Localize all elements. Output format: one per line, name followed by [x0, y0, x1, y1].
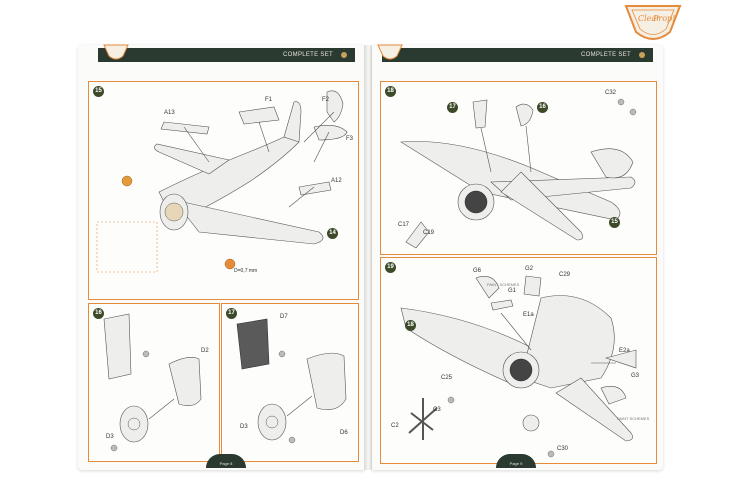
label-e2a: E2a: [619, 348, 630, 354]
label-c25: C25: [441, 375, 453, 381]
label-c30: C30: [557, 446, 569, 452]
step-18-panel: 18 17 16 15 C32 C17 C19: [380, 81, 657, 255]
step-17-diagram: [236, 318, 347, 444]
small-logo-icon: [377, 44, 403, 60]
step-16-badge: 16: [93, 308, 104, 319]
label-d6: D6: [340, 430, 348, 436]
label-d7: D7: [280, 314, 288, 320]
paint-schemes-note: PAINT SCHEMES: [487, 282, 520, 287]
step-15-panel: 15: [88, 81, 359, 300]
step-19-panel: 19 G6 G2 C29 G1 E1a C25 C3 C2: [380, 257, 657, 464]
label-g6: G6: [473, 268, 482, 274]
label-e1a: E1a: [523, 312, 534, 318]
flag-16-badge: 16: [537, 102, 548, 113]
header-dot-icon: [341, 52, 347, 58]
left-page-number: Page 8: [219, 461, 233, 466]
brand-line1: Clear: [638, 14, 661, 23]
left-page: COMPLETE SET 15: [78, 44, 365, 470]
label-f3: F3: [346, 136, 354, 142]
flag-18-badge: 18: [405, 320, 416, 331]
step-19-badge: 19: [385, 262, 396, 273]
label-c32: C32: [605, 90, 617, 96]
right-page: COMPLETE SET 18 17 16 15 C32 C17 C19: [372, 44, 663, 470]
right-header-bar: COMPLETE SET: [382, 48, 653, 62]
flag-17-badge: 17: [447, 102, 458, 113]
label-a12: A12: [331, 178, 342, 184]
label-c3: C3: [433, 407, 441, 413]
right-page-number: Page 9: [509, 461, 523, 466]
step-15-diagram: [96, 90, 348, 273]
label-g1: G1: [508, 288, 517, 294]
header-dot-icon: [639, 52, 645, 58]
label-d2: D2: [201, 348, 209, 354]
left-header-title: COMPLETE SET: [283, 52, 333, 58]
step-15-badge: 15: [93, 86, 104, 97]
label-f2: F2: [322, 97, 330, 103]
step-17-badge: 17: [226, 308, 237, 319]
label-a13: A13: [164, 110, 175, 116]
paint-schemes-note-2: PAINT SCHEMES: [617, 416, 650, 421]
flag-15-badge: 15: [609, 217, 620, 228]
left-header-bar: COMPLETE SET: [98, 48, 355, 62]
left-page-footer: Page 8: [206, 454, 246, 468]
right-page-footer: Page 9: [496, 454, 536, 468]
right-header-title: COMPLETE SET: [581, 52, 631, 58]
label-drill-size: D=0,7 mm: [234, 268, 258, 274]
clearprop-logo: Clear Prop!: [622, 2, 684, 44]
label-d3b: D3: [240, 424, 248, 430]
step-18-badge: 18: [385, 86, 396, 97]
book-spine: [364, 45, 373, 470]
step-19-diagram: [400, 275, 637, 458]
small-logo-icon: [103, 44, 129, 60]
label-c29: C29: [559, 272, 571, 278]
label-c19: C19: [423, 230, 435, 236]
flag-14-badge: 14: [327, 228, 338, 239]
label-f1: F1: [265, 97, 273, 103]
label-c17: C17: [398, 222, 410, 228]
step-17-panel: 17 D7 D3 D6: [221, 303, 359, 462]
label-c2: C2: [391, 423, 399, 429]
label-g3: G3: [631, 373, 640, 379]
brand-line2: Prop!: [653, 14, 676, 23]
step-16-panel: 16 D2 D3: [88, 303, 220, 462]
step-16-diagram: [103, 313, 202, 452]
step-18-diagram: [400, 98, 637, 249]
label-g2: G2: [525, 266, 534, 272]
label-d3: D3: [106, 434, 114, 440]
